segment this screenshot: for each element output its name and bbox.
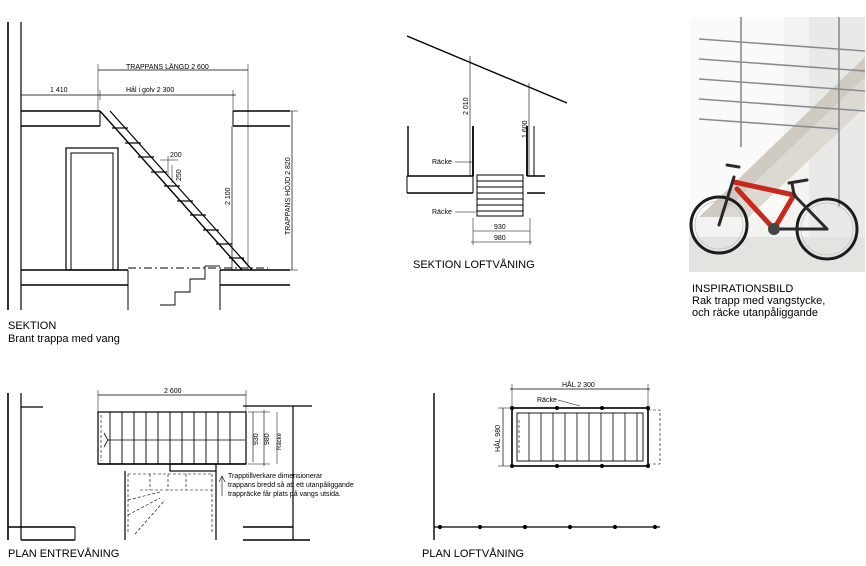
inspiration-caption-2: och räcke utanpåliggande — [692, 307, 818, 319]
section-drawing — [7, 22, 298, 310]
dim-2600: 2 600 — [164, 388, 182, 395]
dim-980: 980 — [494, 235, 506, 242]
dim-stair-length: TRAPPANS LÄNGD 2 600 — [126, 63, 209, 71]
section-subtitle: Brant trappa med vang — [8, 333, 120, 345]
railing-top-label: Räcke — [432, 159, 452, 166]
plan-entry-drawing — [7, 390, 312, 541]
dim-hole-length: HÅL 2 300 — [562, 380, 595, 389]
loft-section-title: SEKTION LOFTVÅNING — [413, 259, 535, 271]
dim-980-plan: 980 — [264, 433, 271, 445]
note-line-2: trappans bredd så att ett utanpåliggande — [228, 481, 354, 489]
inspiration-caption-1: Rak trapp med vangstycke, — [692, 295, 826, 307]
dim-250: 250 — [176, 169, 183, 181]
dim-2010: 2 010 — [463, 97, 470, 115]
inspiration-title: INSPIRATIONSBILD — [692, 283, 794, 295]
railing-side-label: Räcke — [277, 432, 283, 450]
plan-entry-title: PLAN ENTREVÅNING — [8, 548, 120, 560]
note-line-3: trappräcke får plats på vangs utsida. — [228, 490, 341, 498]
plan-loft-drawing — [433, 384, 661, 540]
railing-loft-label: Räcke — [537, 397, 557, 404]
railing-bottom-label: Räcke — [432, 209, 452, 216]
dim-200: 200 — [170, 152, 182, 159]
dim-offset: 1 410 — [50, 87, 68, 94]
inspiration-photo — [689, 17, 865, 272]
section-title: SEKTION — [8, 320, 57, 332]
loft-section-drawing — [406, 35, 568, 245]
dim-stair-height: TRAPPANS HÖJD 2 820 — [284, 157, 292, 235]
plan-loft-title: PLAN LOFTVÅNING — [422, 548, 525, 560]
note-line-1: Trapptillverkare dimensionerar — [228, 473, 323, 480]
dim-hole-width: HÅL 980 — [493, 425, 502, 452]
dim-930: 930 — [494, 224, 506, 231]
dim-hole: Hål i golv 2 300 — [126, 86, 174, 94]
dim-2100: 2 100 — [225, 187, 232, 205]
dim-930-plan: 930 — [253, 433, 260, 445]
dim-1600: 1 600 — [522, 120, 529, 138]
